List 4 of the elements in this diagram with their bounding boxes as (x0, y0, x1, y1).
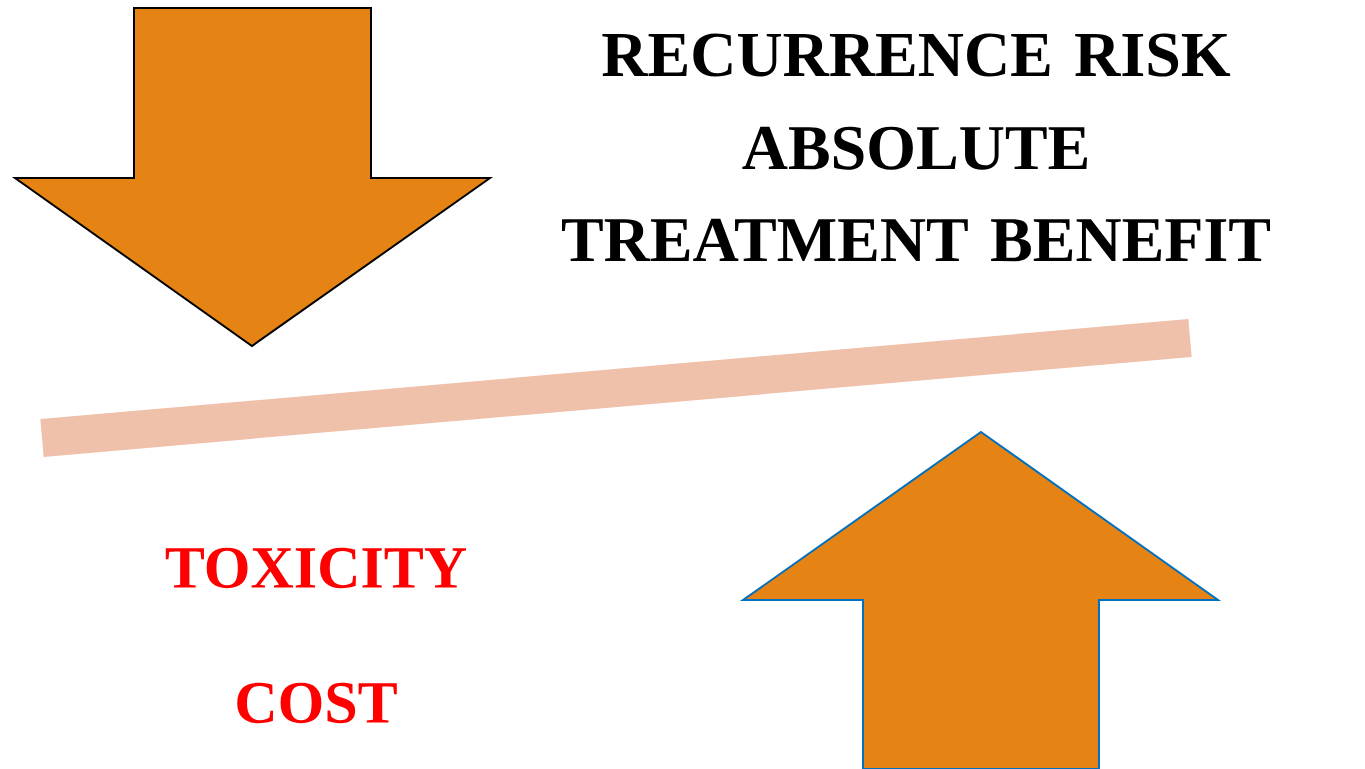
heading-text: TOXICITY (165, 547, 466, 589)
heading-text: ABSOLUTE TREATMENT BENEFIT (562, 126, 1271, 262)
heading-text: COST (237, 682, 397, 724)
heading-text: RECURRENCE RISK (602, 33, 1231, 77)
